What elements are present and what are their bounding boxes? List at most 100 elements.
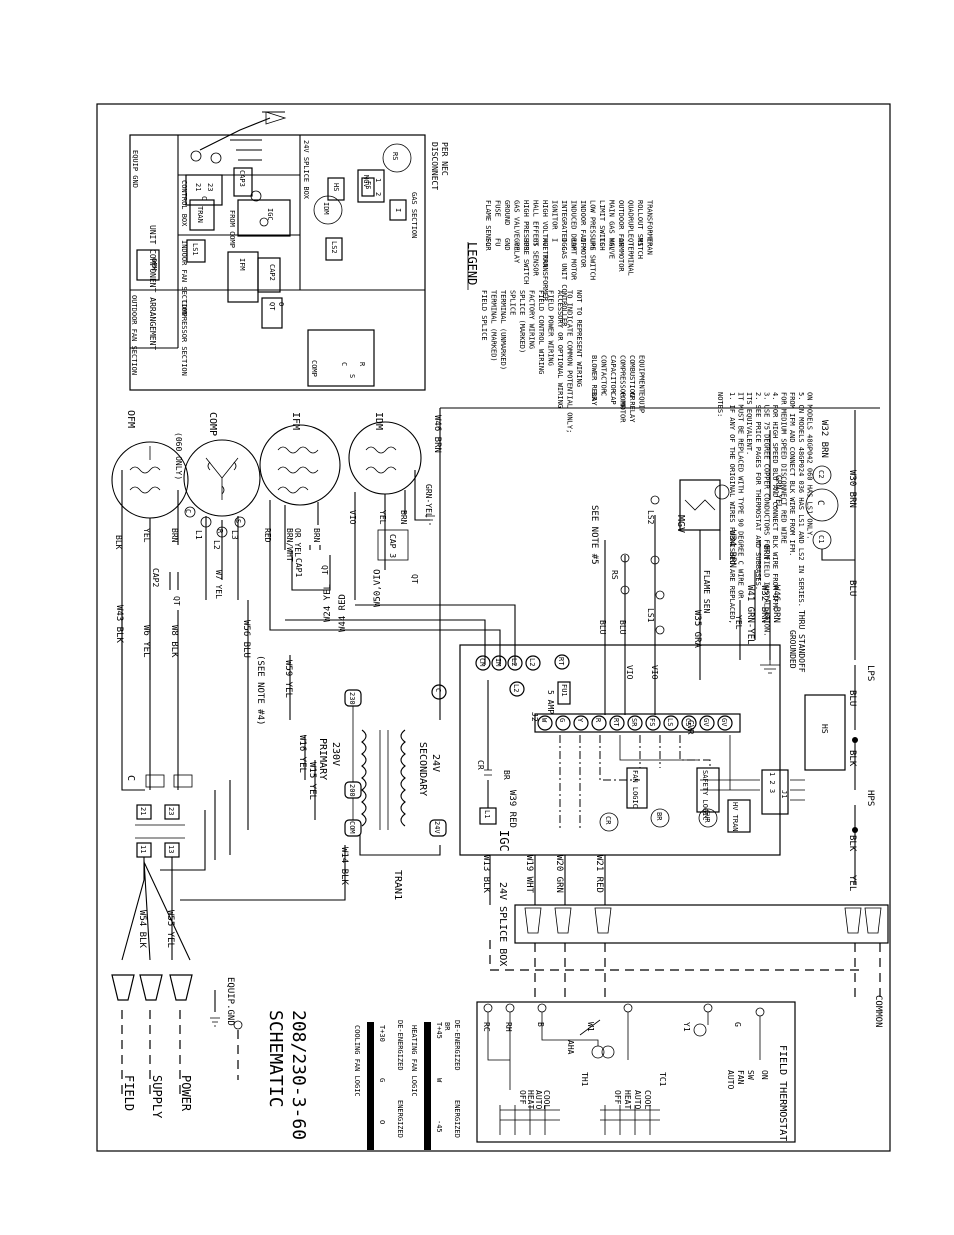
igc-rt: RT <box>557 657 565 666</box>
igc-5amp: 5 AMP <box>546 690 555 714</box>
arr-outdoor-fan-section: OUTDOOR FAN SECTION <box>130 295 138 375</box>
w6-label: W6 YEL <box>141 625 151 658</box>
legend-desc2-10: INDOOR FAN MOTOR <box>579 200 587 268</box>
blu-lead-2: BLU <box>618 620 627 635</box>
igc-fu1: FU1 <box>560 684 568 697</box>
w32-label-a: W32 BRN <box>759 585 769 623</box>
splice-box-outline <box>514 904 889 944</box>
legend-abbr2-10: IFM <box>579 238 587 251</box>
brn-gnd-lead: BRN <box>762 545 771 560</box>
arr-contactor-box <box>185 174 223 206</box>
cap2-label: CAP2 <box>151 568 160 587</box>
legend-symbol-0: FIELD SPLICE <box>480 290 488 341</box>
note-line-5: 4. FOR HIGH SPEED BLU AND CONNECT BLK WI… <box>771 392 779 611</box>
j1-connector <box>761 769 789 815</box>
legend-desc1-3: COMPRESSOR MOTOR <box>619 355 627 423</box>
arr-i-label: I <box>394 208 402 212</box>
arr-cap3-box <box>233 167 253 197</box>
w32-label-b: W32 BRN <box>819 420 829 458</box>
qt-idm-label: QT <box>410 574 419 584</box>
arr-compressor-section: COMPRESSOR SECTION <box>180 300 188 376</box>
j1-label: J1 <box>780 790 788 798</box>
cap3-label: CAP 3 <box>388 534 397 558</box>
arr-fs-box <box>361 177 375 197</box>
arr-mgv-2: 2 <box>374 192 382 196</box>
legend-desc2-1: FUSE <box>494 200 502 217</box>
legend-abbr2-13: MGV <box>608 238 616 251</box>
legend-desc2-6: HIGH VOLTAGE TRANSFORMER <box>541 200 549 302</box>
sheet-border <box>96 103 891 1152</box>
tstat-g: G <box>733 1022 742 1027</box>
splice-box-24v: 24V SPLICE BOX COMMON <box>489 882 889 1028</box>
arr-21: 21 <box>194 183 202 191</box>
idm-motor <box>348 421 422 495</box>
cooling-deenergized: DE-ENERGIZED <box>396 1020 404 1071</box>
j2-pin-1 <box>555 715 571 731</box>
j2-pin-6 <box>645 715 661 731</box>
thermostat-title: FIELD THERMOSTAT <box>777 1045 788 1141</box>
j2-pin-label-1: G <box>558 718 566 722</box>
tstat-b: B <box>536 1022 545 1027</box>
w21-label: W21 RED <box>594 855 604 893</box>
legend-abbr2-7: I <box>551 238 559 242</box>
legend-symbol-3: SPLICE <box>509 290 517 315</box>
legend-desc2-7: IGNITOR <box>551 200 559 230</box>
tstat-auto-1: AUTO <box>534 1090 543 1109</box>
j2-pin-label-8: CS <box>684 718 692 726</box>
legend-symbol-1: TERMINAL (MARKED) <box>490 290 498 362</box>
arr-cap1-label: IFM <box>238 258 246 271</box>
tran-com: COM <box>348 821 356 834</box>
arr-igc-label: IGC <box>266 208 274 221</box>
w43-label: W43 BLK <box>114 605 124 644</box>
tstat-aha: AHA <box>566 1040 575 1055</box>
vio-lead-1: VIO <box>650 665 659 680</box>
rs-switch-label: RS <box>610 570 619 580</box>
legend-desc2-4: HIGH PRESSURE SWITCH <box>522 200 530 284</box>
legend-abbr2-16: RS <box>636 238 644 246</box>
w7-label: W7 YEL <box>214 570 223 599</box>
schematic-title: SCHEMATIC <box>265 1010 286 1108</box>
igc-cm: CM <box>478 658 486 666</box>
note-line-1: IT MUST BE REPLACED WITH TYPE 90 DEGREE … <box>737 392 745 599</box>
legend-desc1-2: CAPACITOR <box>609 355 617 394</box>
heating-deenergized: DE-ENERGIZED <box>453 1020 461 1071</box>
w41-label: W41 GRN-YEL <box>745 585 755 645</box>
igc-board: IGC L1 CR BR CM IM L2 L2 L2 RT FU1 5 AMP… <box>459 644 789 856</box>
legend-abbr2-4: HPS <box>522 238 530 251</box>
j2-pin-label-3: R <box>594 718 602 723</box>
legend-abbr2-0: FL <box>484 238 492 246</box>
idm-label: IDM <box>373 412 384 430</box>
c-13-label: 23 <box>167 807 175 815</box>
control-wiring: W13 BLK W19 WHT W20 GRN W21 RED W39 RED <box>359 790 606 905</box>
j2-pin-label-5: SR <box>630 718 638 727</box>
arr-from-comp: FROM COMP <box>228 210 236 248</box>
w20-label: W20 GRN <box>554 855 564 893</box>
j2-pin-label-7: LS <box>666 718 674 726</box>
legend-symbol-6: FIELD CONTROL WIRING <box>537 290 545 374</box>
tstat-off-1: OFF <box>518 1090 527 1105</box>
legend-desc2-16: ROLLOUT SWITCH <box>636 200 644 259</box>
w30-label: W30 BRN <box>847 470 857 508</box>
arr-ls2-box <box>325 237 343 261</box>
idm-grnyel-lead: GRN-YEL <box>424 484 433 518</box>
tstat-auto-2: AUTO <box>633 1090 642 1109</box>
w16-label: W16 YEL <box>297 735 307 773</box>
note-line-3: 2. SEE PRICE PAGES FOR THERMOSTAT AND SU… <box>754 392 762 590</box>
comp-l3: L3 <box>230 530 239 540</box>
tstat-tc1: TC1 <box>658 1072 667 1087</box>
tran1-label: TRAN1 <box>392 870 403 900</box>
legend-abbr2-2: GND <box>503 238 511 251</box>
legend-symbol-4: SPLICE (MARKED) <box>518 290 526 353</box>
arr-hs-label: HS <box>332 183 340 191</box>
arr-cap2-label: QT <box>268 302 276 311</box>
igc-br: BR <box>502 770 511 780</box>
ls1-label: LS1 <box>646 608 655 623</box>
igc-outline <box>459 644 781 856</box>
c2-label: C2 <box>817 470 825 478</box>
arr-indoor-fan-section: INDOOR FAN SECTION <box>180 240 188 316</box>
legend-desc1-0: BLOWER RELAY <box>590 355 598 406</box>
legend-desc1-1: CONTACTOR <box>600 355 608 394</box>
tstat-on: ON <box>760 1070 769 1080</box>
arr-igc-box <box>237 199 291 237</box>
